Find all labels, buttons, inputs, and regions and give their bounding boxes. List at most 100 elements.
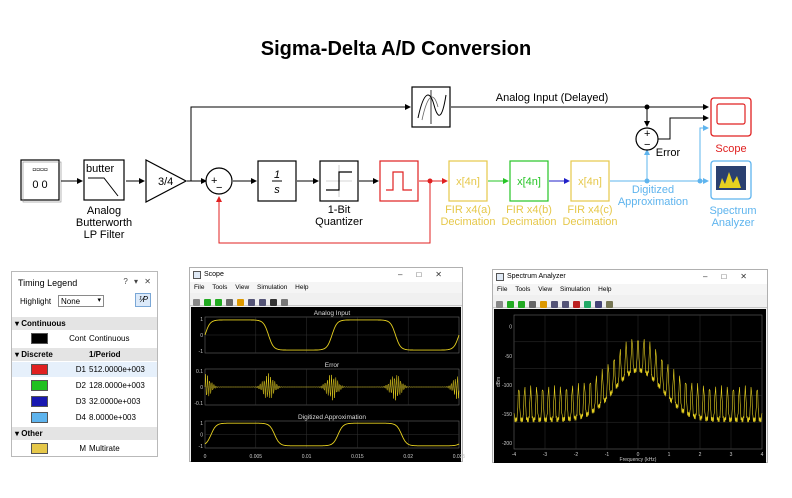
scope-window-title: Scope <box>204 271 224 278</box>
fit-icon[interactable] <box>562 301 569 308</box>
y-tick-label: 1 <box>200 317 203 323</box>
y-tick-label: -0.1 <box>194 401 203 407</box>
y-tick-label: 0 <box>200 433 203 439</box>
gain-block[interactable]: 3/4 <box>145 159 188 203</box>
delay-block[interactable] <box>411 86 451 128</box>
y-tick-label: -50 <box>505 354 512 360</box>
spectrum-toolbar <box>493 295 767 308</box>
section-other[interactable]: ▾ Other <box>12 427 157 440</box>
stop-icon[interactable] <box>529 301 536 308</box>
sample-hold-block[interactable] <box>379 160 419 202</box>
fir-decim-a-block[interactable]: x[4n] <box>448 160 488 202</box>
fir-decim-c-block[interactable]: x[4n] <box>570 160 610 202</box>
stats-icon[interactable] <box>606 301 613 308</box>
row-value: Multirate <box>89 444 120 453</box>
x-tick-label: 4 <box>761 452 764 458</box>
error-label: Error <box>656 147 681 159</box>
timing-legend-panel: Timing Legend ? ▾ ✕ Highlight None ▾ ⅟P … <box>11 271 158 457</box>
digitized-label-1: Digitized <box>632 184 674 196</box>
menu-help[interactable]: Help <box>598 286 612 293</box>
edit-icon[interactable] <box>281 299 288 306</box>
menu-view[interactable]: View <box>235 284 250 291</box>
menu-help[interactable]: Help <box>295 284 309 291</box>
svg-text:+: + <box>644 128 650 140</box>
svg-text:−: − <box>216 182 222 194</box>
peak-icon[interactable] <box>573 301 580 308</box>
scope-toolbar <box>190 293 462 306</box>
fir-a-label-1: FIR x4(a) <box>445 204 491 216</box>
y-tick-label: 0 <box>200 333 203 339</box>
menu-view[interactable]: View <box>538 286 553 293</box>
menu-simulation[interactable]: Simulation <box>256 284 288 291</box>
color-swatch <box>31 364 48 375</box>
menu-simulation[interactable]: Simulation <box>559 286 591 293</box>
row-code: D4 <box>75 413 86 422</box>
scope-menubar: File Tools View Simulation Help <box>190 282 462 293</box>
x-tick-label: 3 <box>730 452 733 458</box>
section-continuous[interactable]: ▾ Continuous <box>12 317 157 330</box>
menu-tools[interactable]: Tools <box>515 286 531 293</box>
highlight-label: Highlight <box>20 297 52 306</box>
discrete-header: 1/Period <box>89 350 121 359</box>
run-icon[interactable] <box>507 301 514 308</box>
x-tick-label: 0.01 <box>302 454 312 460</box>
scope-block[interactable] <box>710 97 752 137</box>
trace-line <box>204 319 460 351</box>
highlight-icon[interactable] <box>237 299 244 306</box>
spectrum-titlebar[interactable]: Spectrum Analyzer –□✕ <box>493 270 767 284</box>
spectrum-label-2: Analyzer <box>712 217 755 229</box>
fir-decim-b-block[interactable]: x[4n] <box>509 160 549 202</box>
settings-icon[interactable] <box>496 301 503 308</box>
menu-file[interactable]: File <box>497 286 508 293</box>
zoom-icon[interactable] <box>551 301 558 308</box>
error-sum-block[interactable]: + − <box>635 127 659 151</box>
gain-value: 3/4 <box>158 176 173 188</box>
legend-row-d1[interactable]: D1 512.0000e+003 <box>12 362 157 377</box>
legend-row-cont[interactable]: Cont Continuous <box>12 331 157 346</box>
spectrum-analyzer-block[interactable] <box>710 160 752 200</box>
measure-icon[interactable] <box>584 301 591 308</box>
legend-window-icons[interactable]: ? ▾ ✕ <box>123 277 153 286</box>
highlight-select[interactable]: None ▾ <box>58 295 104 307</box>
section-continuous-label: Continuous <box>21 319 66 328</box>
window-controls[interactable]: –□✕ <box>398 270 456 279</box>
legend-row-d4[interactable]: D4 8.0000e+003 <box>12 410 157 425</box>
menu-tools[interactable]: Tools <box>212 284 228 291</box>
window-controls[interactable]: –□✕ <box>703 272 761 281</box>
cursor-icon[interactable] <box>595 301 602 308</box>
zoom-icon[interactable] <box>248 299 255 306</box>
x-tick-label: -1 <box>605 452 610 458</box>
integrator-block[interactable]: 1 s <box>257 160 297 202</box>
fit-icon[interactable] <box>259 299 266 306</box>
settings-icon[interactable] <box>193 299 200 306</box>
stop-icon[interactable] <box>226 299 233 306</box>
row-code: D2 <box>75 381 86 390</box>
row-code: D3 <box>75 397 86 406</box>
step-icon[interactable] <box>215 299 222 306</box>
trace-line <box>204 373 460 401</box>
signal-source-block[interactable]: ▫▫▫▫ 0 0 <box>20 159 62 203</box>
highlight-icon[interactable] <box>540 301 547 308</box>
x-tick-label: 0.025 <box>453 454 466 460</box>
svg-text:−: − <box>644 139 650 151</box>
sum-block[interactable]: + − <box>205 167 233 195</box>
step-icon[interactable] <box>518 301 525 308</box>
x-tick-label: 0 <box>204 454 207 460</box>
legend-row-multirate[interactable]: M Multirate <box>12 441 157 456</box>
legend-row-d3[interactable]: D3 32.0000e+003 <box>12 394 157 409</box>
butterworth-filter-block[interactable]: butter <box>83 159 125 201</box>
fixed-point-button[interactable]: ⅟P <box>135 293 151 307</box>
y-tick-label: -200 <box>502 441 512 447</box>
trace-line <box>204 422 460 447</box>
scope-titlebar[interactable]: Scope –□✕ <box>190 268 462 282</box>
quantizer-block[interactable] <box>319 160 359 202</box>
cursor-icon[interactable] <box>270 299 277 306</box>
run-icon[interactable] <box>204 299 211 306</box>
legend-row-d2[interactable]: D2 128.0000e+003 <box>12 378 157 393</box>
menu-file[interactable]: File <box>194 284 205 291</box>
y-tick-label: -150 <box>502 412 512 418</box>
color-swatch <box>31 380 48 391</box>
